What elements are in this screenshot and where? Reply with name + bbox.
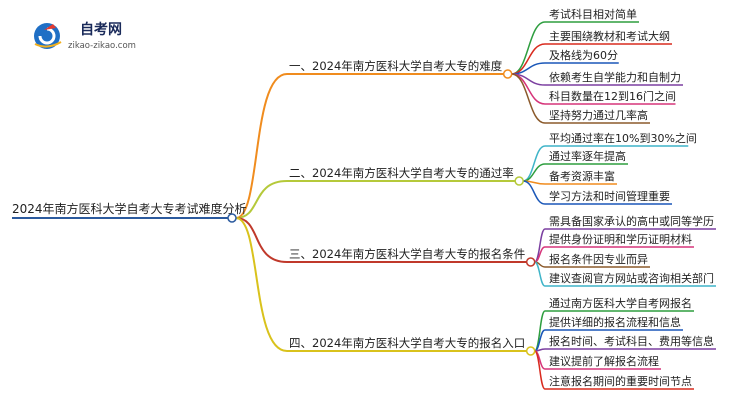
branch-label[interactable]: 四、2024年南方医科大学自考大专的报名入口 [289, 336, 525, 350]
root-node-dot[interactable] [227, 213, 237, 223]
child-label[interactable]: 通过南方医科大学自考网报名 [549, 296, 692, 310]
child-label[interactable]: 考试科目相对简单 [549, 7, 637, 21]
child-label[interactable]: 建议查阅官方网站或咨询相关部门 [549, 271, 714, 285]
logo-emblem-icon [34, 23, 62, 49]
branch-node-dot[interactable] [525, 257, 536, 267]
child-label[interactable]: 建议提前了解报名流程 [549, 354, 659, 368]
child-connector [523, 163, 546, 182]
child-connector [534, 261, 546, 287]
child-label[interactable]: 平均通过率在10%到30%之间 [549, 131, 697, 145]
branch-connector [235, 217, 288, 352]
branch-node-dot[interactable] [514, 176, 524, 186]
site-logo[interactable]: 自考网 zikao-zikao.com [34, 21, 136, 51]
child-label[interactable]: 注意报名期间的重要时间节点 [549, 374, 692, 388]
logo-name: 自考网 [80, 21, 122, 38]
branch-label[interactable]: 一、2024年南方医科大学自考大专的难度 [289, 59, 503, 73]
branch-connector [235, 180, 288, 219]
branch-node-dot[interactable] [525, 346, 536, 356]
logo-url: zikao-zikao.com [68, 41, 136, 51]
child-label[interactable]: 学习方法和时间管理重要 [549, 189, 670, 203]
child-label[interactable]: 需具备国家承认的高中或同等学历 [549, 214, 714, 228]
branch-label[interactable]: 二、2024年南方医科大学自考大专的通过率 [289, 166, 514, 180]
branch-node-dot[interactable] [502, 69, 513, 79]
child-connector [533, 228, 546, 263]
child-label[interactable]: 报名条件因专业而异 [549, 252, 648, 266]
child-label[interactable]: 提供详细的报名流程和信息 [549, 315, 681, 329]
branch-label[interactable]: 三、2024年南方医科大学自考大专的报名条件 [289, 247, 525, 261]
child-label[interactable]: 坚持努力通过几率高 [549, 108, 648, 122]
child-label[interactable]: 依赖考生自学能力和自制力 [549, 70, 681, 84]
child-label[interactable]: 备考资源丰富 [549, 169, 615, 183]
root-node-label[interactable]: 2024年南方医科大学自考大专考试难度分析 [12, 201, 247, 216]
branch-connector [235, 217, 288, 263]
child-label[interactable]: 提供身份证明和学历证明材料 [549, 232, 692, 246]
child-connector [511, 73, 546, 124]
child-label[interactable]: 通过率逐年提高 [549, 149, 626, 163]
mindmap-nodes: 2024年南方医科大学自考大专考试难度分析 一、2024年南方医科大学自考大专的难… [12, 7, 714, 388]
child-label[interactable]: 科目数量在12到16门之间 [549, 89, 676, 103]
branch-connector [235, 73, 288, 219]
child-connector [533, 350, 546, 390]
child-connector [522, 145, 546, 182]
child-label[interactable]: 及格线为60分 [549, 48, 618, 62]
mindmap-edges [12, 21, 716, 390]
child-label[interactable]: 报名时间、考试科目、费用等信息 [549, 334, 714, 348]
child-connector [523, 180, 546, 205]
child-label[interactable]: 主要围绕教材和考试大纲 [549, 29, 670, 43]
child-connector [511, 21, 546, 75]
